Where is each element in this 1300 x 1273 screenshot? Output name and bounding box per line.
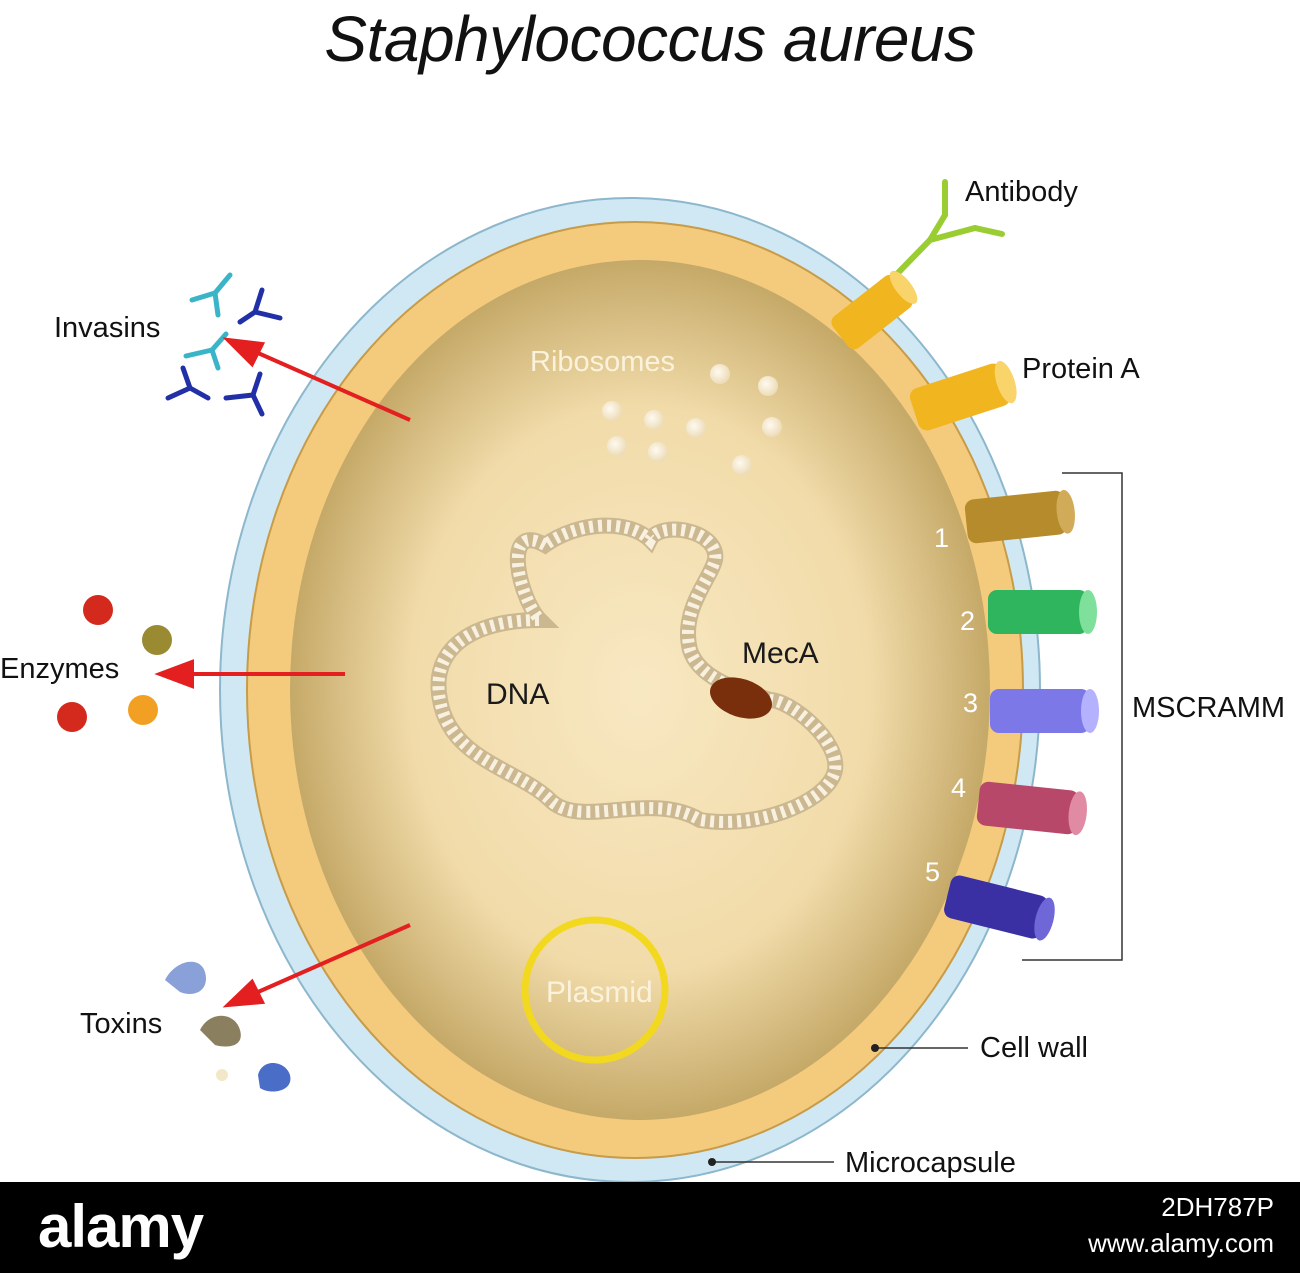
ribosome xyxy=(644,410,664,430)
arrow-invasins xyxy=(257,351,411,422)
label-toxins: Toxins xyxy=(80,1008,163,1040)
invasins-icon xyxy=(165,272,283,417)
cytoplasm xyxy=(290,260,990,1120)
label-mscramm: MSCRAMM xyxy=(1132,692,1286,724)
site-url: www.alamy.com xyxy=(1088,1228,1274,1258)
ribosome xyxy=(762,417,782,437)
mscramm-number-4: 4 xyxy=(951,773,967,803)
label-meca: MecA xyxy=(742,637,819,670)
ribosome-cluster xyxy=(602,364,782,475)
mscramm-number-1: 1 xyxy=(934,523,950,553)
mscramm-protein-5 xyxy=(944,875,1055,941)
protein-a xyxy=(909,361,1017,431)
arrow-toxins xyxy=(257,923,411,994)
label-enzymes: Enzymes xyxy=(0,653,120,685)
ribosome xyxy=(686,418,706,438)
bacterium-illustration xyxy=(57,179,1123,1183)
mscramm-number-2: 2 xyxy=(960,606,976,636)
label-antibody: Antibody xyxy=(965,176,1078,208)
antibody-icon xyxy=(890,179,1005,281)
enzymes-icon xyxy=(57,595,172,732)
mscramm-protein-3 xyxy=(990,689,1099,733)
image-id: 2DH787P xyxy=(1161,1192,1274,1222)
staphylococcus-diagram: Staphylococcus aureus Antibody Protein A… xyxy=(0,3,1286,1183)
ribosome xyxy=(607,436,627,456)
surface-protein-antibody-bound xyxy=(831,270,918,350)
watermark-footer: alamy 2DH787P www.alamy.com xyxy=(0,1182,1300,1273)
mscramm-number-5: 5 xyxy=(925,857,941,887)
mscramm-bracket xyxy=(1022,472,1123,961)
meca-gene xyxy=(710,677,772,719)
leader-lines xyxy=(708,1044,968,1166)
label-invasins: Invasins xyxy=(54,312,161,344)
mscramm-protein-4 xyxy=(976,781,1087,836)
mscramm-protein-1 xyxy=(964,489,1075,544)
label-ribosomes: Ribosomes xyxy=(530,346,676,378)
ribosome xyxy=(710,364,730,384)
mscramm-protein-2 xyxy=(988,590,1097,634)
label-dna: DNA xyxy=(486,678,550,711)
export-arrows xyxy=(154,337,411,1008)
plasmid-ring xyxy=(521,916,669,1064)
label-microcapsule: Microcapsule xyxy=(845,1147,1016,1179)
arrow-head xyxy=(154,659,194,689)
label-protein-a: Protein A xyxy=(1022,353,1140,385)
toxins-icon xyxy=(165,961,291,1092)
label-plasmid: Plasmid xyxy=(546,976,653,1009)
label-cell-wall: Cell wall xyxy=(980,1032,1088,1064)
ribosome xyxy=(732,455,752,475)
dna-loop xyxy=(430,517,844,830)
alamy-logo: alamy xyxy=(38,1193,204,1260)
ribosome xyxy=(602,401,622,421)
ribosome xyxy=(758,376,778,396)
ribosome xyxy=(648,442,668,462)
diagram-title: Staphylococcus aureus xyxy=(324,3,976,75)
arrow-head xyxy=(222,337,266,368)
mscramm-number-3: 3 xyxy=(963,688,979,718)
arrow-head xyxy=(222,978,266,1008)
